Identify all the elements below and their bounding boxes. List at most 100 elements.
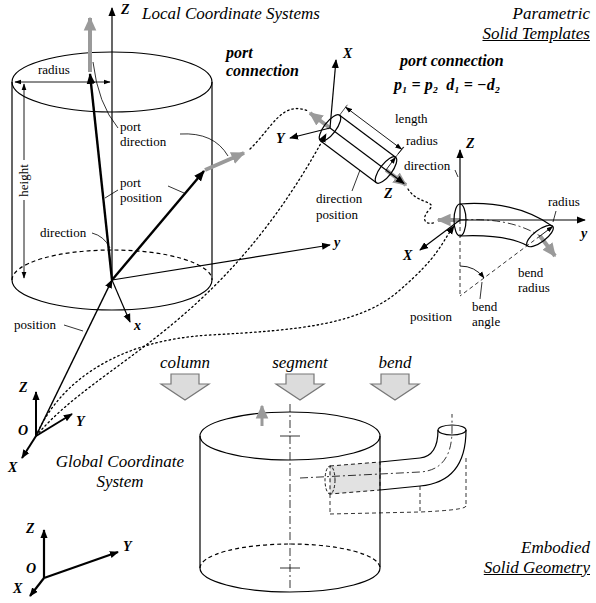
x-axis <box>420 220 460 250</box>
text-line: position <box>120 191 162 206</box>
leader-line <box>168 186 184 193</box>
dimension-label: bend radius <box>518 266 550 296</box>
x-axis <box>330 60 336 128</box>
cylinder-side <box>11 82 12 280</box>
leader-line <box>105 190 118 198</box>
axis-label: Z <box>121 2 130 18</box>
global-z-axis <box>43 530 45 578</box>
template-name: segment <box>272 353 328 373</box>
z-axis <box>111 8 112 280</box>
template-name: column <box>160 353 210 373</box>
leader-line <box>93 62 118 128</box>
axis-label: X <box>403 248 412 264</box>
segment-side <box>320 141 376 183</box>
text-line: port <box>226 44 299 62</box>
connection-label: port connection <box>226 44 299 81</box>
dimension-label: length <box>395 112 428 127</box>
length-dimension <box>346 107 402 149</box>
leader-line <box>553 211 556 222</box>
port-direction-arrow <box>261 406 264 426</box>
height-dimension <box>24 84 25 160</box>
block-arrow <box>161 374 209 400</box>
callout-label: position <box>316 208 358 223</box>
position-vector <box>36 280 112 436</box>
column-template <box>12 8 330 331</box>
bend-outline <box>460 203 553 226</box>
extension-line <box>340 105 348 115</box>
port-direction-arrow <box>540 236 555 256</box>
bend-angle-arc <box>460 266 484 278</box>
position-curve <box>36 226 454 436</box>
dimension-label: bend angle <box>472 300 500 330</box>
text-line: Solid Templates <box>482 24 590 44</box>
cylinder-side <box>211 82 212 280</box>
origin-label: O <box>18 423 28 439</box>
x-axis <box>112 280 130 322</box>
port-position-vector <box>112 171 204 280</box>
text-line: connection <box>226 62 299 80</box>
axis-label: Y <box>123 539 132 555</box>
port-connection-curve <box>250 109 308 149</box>
text-line: port <box>120 176 162 191</box>
radius-dimension <box>15 82 110 83</box>
axis-label: X <box>13 581 22 597</box>
origin-label: O <box>26 561 36 577</box>
height-dimension <box>24 200 25 278</box>
segment-template <box>290 60 406 191</box>
section-title: Global Coordinate System <box>56 452 184 491</box>
leader-line <box>180 134 228 156</box>
bend-outline <box>420 430 466 486</box>
dimension-label: height <box>17 164 32 197</box>
template-name: bend <box>378 353 411 373</box>
callout-label: port direction <box>120 120 166 150</box>
center-mark <box>280 436 300 437</box>
leader-line <box>398 147 404 154</box>
port-direction-arrow <box>205 153 244 170</box>
projection-line <box>420 486 421 512</box>
section-title: Local Coordinate Systems <box>142 4 320 24</box>
embodied-geometry <box>30 404 466 596</box>
section-title: Embodied Solid Geometry <box>484 538 590 577</box>
y-axis <box>460 219 585 220</box>
connection-label: port connection <box>400 52 504 70</box>
text-line: Parametric <box>482 4 590 24</box>
leader-line <box>92 233 110 248</box>
bend-end <box>524 222 557 251</box>
connections <box>22 109 454 458</box>
dimension-label: radius <box>548 195 580 210</box>
projection-line <box>330 494 331 514</box>
port-direction-arrow <box>310 113 330 128</box>
global-z-axis <box>35 392 37 436</box>
leader-line <box>480 282 482 299</box>
radius-dimension <box>386 157 396 170</box>
dimension-label: radius <box>406 134 438 149</box>
text-line: direction <box>120 135 166 150</box>
extension-line <box>396 147 404 157</box>
axis-label: Z <box>384 186 393 202</box>
bend-outline <box>420 430 438 458</box>
text-line: Embodied <box>484 538 590 558</box>
segment-side <box>380 486 420 490</box>
callout-label: direction <box>316 192 362 207</box>
leader-line <box>64 325 83 331</box>
callout-label: direction <box>40 226 86 241</box>
port-direction-arrow <box>438 218 460 222</box>
leader-line <box>352 170 360 191</box>
block-arrow <box>276 374 324 400</box>
callout-label: position <box>14 318 56 333</box>
callout-label: direction <box>404 159 450 174</box>
axis-label: Z <box>19 380 28 396</box>
text-line: radius <box>518 281 550 296</box>
connection-equation: p₁ = p₂ d₁ = −d₂ <box>394 76 500 94</box>
text-line: Solid Geometry <box>484 558 590 578</box>
axis-label: y <box>334 235 340 251</box>
text-line: System <box>56 472 184 492</box>
segment-side <box>380 458 420 462</box>
axis-label: Y <box>76 414 85 430</box>
text-line: Global Coordinate <box>56 452 184 472</box>
bend-outline <box>460 236 527 246</box>
bend-radius-line <box>460 220 461 296</box>
text-line: bend <box>518 266 550 281</box>
